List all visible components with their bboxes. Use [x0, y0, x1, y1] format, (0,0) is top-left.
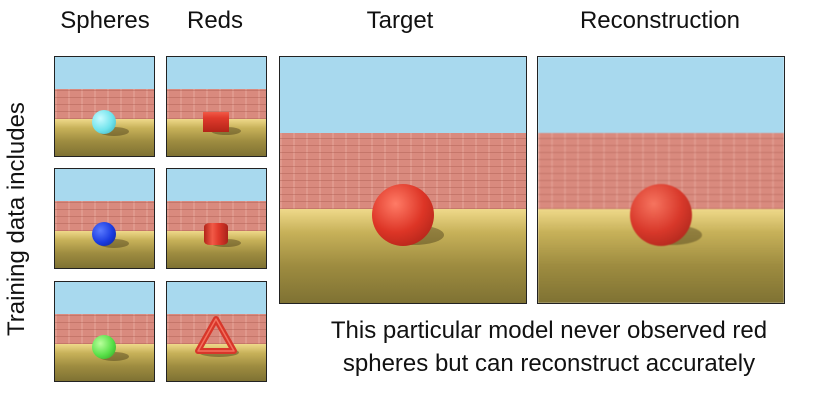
sky [167, 282, 266, 314]
scene [167, 169, 266, 268]
scene [55, 169, 154, 268]
scene [55, 282, 154, 381]
header-reds: Reds [186, 7, 244, 34]
red-sphere [630, 184, 692, 246]
shadow [99, 127, 129, 136]
target-image [279, 56, 527, 304]
red-triangle-frame [195, 316, 237, 354]
side-label-training-data: Training data includes [3, 102, 30, 336]
caption-line-2: spheres but can reconstruct accurately [342, 350, 756, 377]
reconstruction-image [537, 56, 785, 304]
sky [167, 169, 266, 201]
thumb-sphere-cyan [54, 56, 155, 157]
sky [55, 57, 154, 89]
shadow [99, 239, 129, 248]
caption: This particular model never observed red… [280, 314, 818, 380]
thumb-red-cube [166, 56, 267, 157]
brick-wall [55, 89, 154, 119]
sky [55, 282, 154, 314]
scene [538, 57, 784, 303]
header-reconstruction: Reconstruction [579, 7, 741, 34]
scene [55, 57, 154, 156]
scene [167, 57, 266, 156]
red-sphere [372, 184, 434, 246]
sky [55, 169, 154, 201]
brick-wall [167, 89, 266, 119]
green-sphere [92, 335, 116, 359]
sky [538, 57, 784, 133]
sky [167, 57, 266, 89]
sky [280, 57, 526, 133]
thumb-red-triangle [166, 281, 267, 382]
thumb-red-cylinder [166, 168, 267, 269]
thumb-sphere-blue [54, 168, 155, 269]
blue-sphere [92, 222, 116, 246]
red-cylinder [204, 223, 228, 245]
header-spheres: Spheres [60, 7, 150, 34]
red-cube [203, 112, 229, 132]
scene [167, 282, 266, 381]
cyan-sphere [92, 110, 116, 134]
scene [280, 57, 526, 303]
thumb-sphere-green [54, 281, 155, 382]
shadow [99, 352, 129, 361]
caption-line-1: This particular model never observed red [330, 317, 768, 344]
header-target: Target [366, 7, 434, 34]
